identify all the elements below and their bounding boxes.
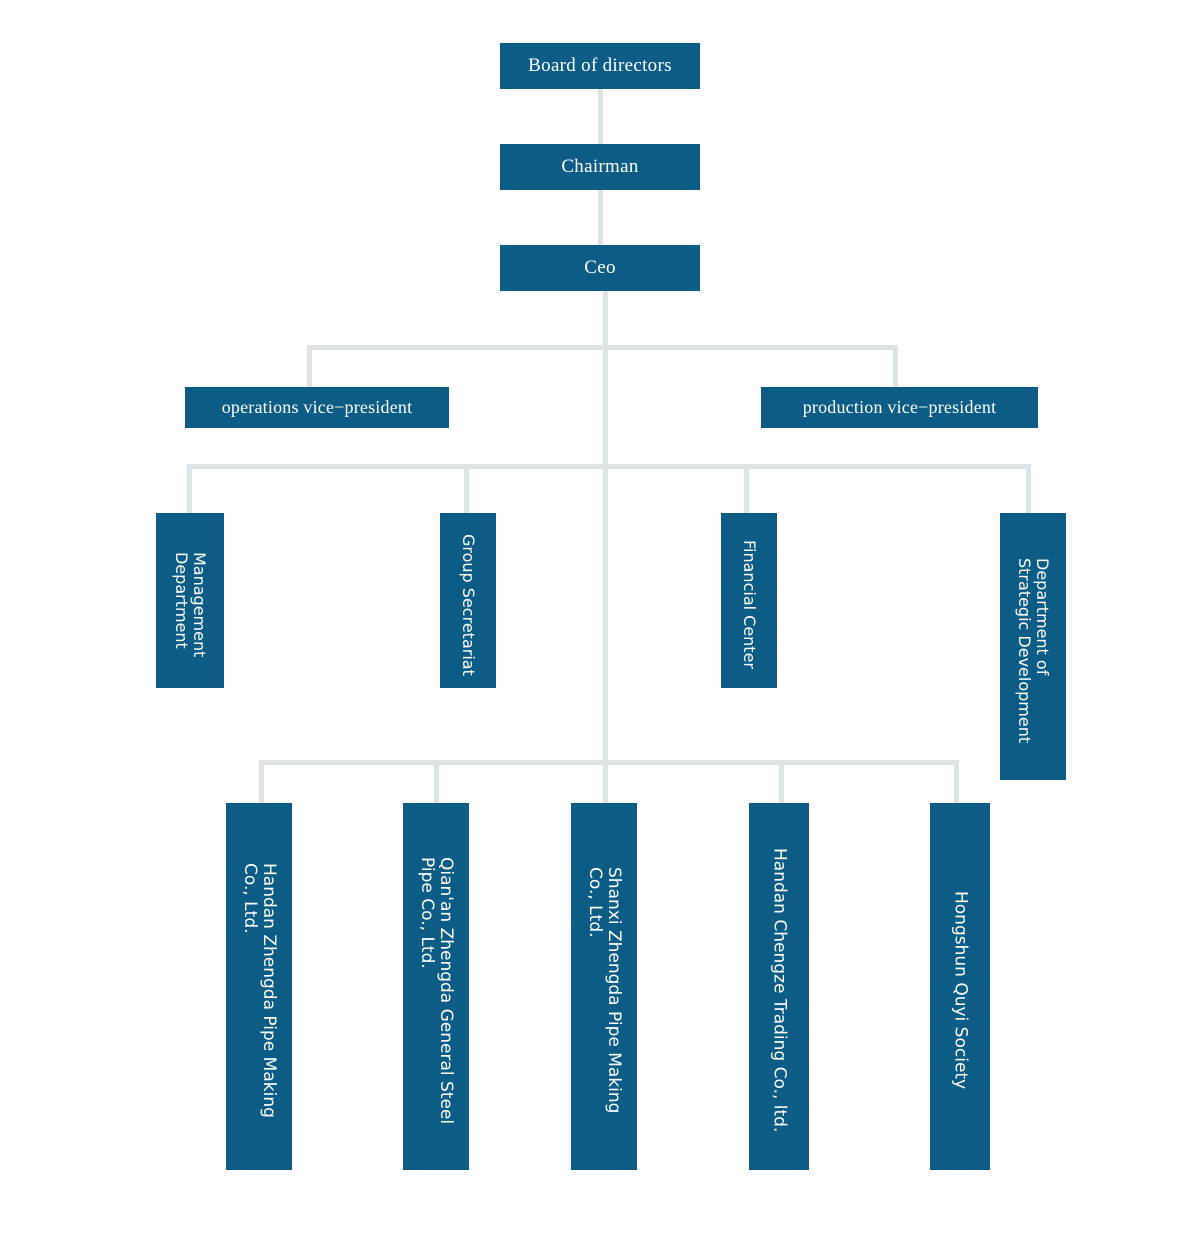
node-department-of-strategic-development[interactable]: Department of Strategic Development xyxy=(1000,513,1066,780)
node-label: production vice−president xyxy=(802,397,997,417)
node-handan-chengze-trading[interactable]: Handan Chengze Trading Co., ltd. xyxy=(749,803,809,1170)
connector-chairman-to-ceo xyxy=(598,190,603,245)
node-label: Shanxi Zhengda Pipe Making Co., Ltd. xyxy=(585,867,625,1114)
connector-drop-production-vp xyxy=(893,345,898,388)
connector-drop-operations-vp xyxy=(307,345,312,388)
connector-ceo-spine xyxy=(603,291,608,763)
connector-drop-group-secretariat xyxy=(464,464,469,514)
node-ceo[interactable]: Ceo xyxy=(500,245,700,291)
node-label: Department of Strategic Development xyxy=(1015,557,1052,744)
node-qianan-zhengda-general-steel-pipe[interactable]: Qian'an Zhengda General Steel Pipe Co., … xyxy=(403,803,469,1170)
connector-drop-shanxi-zhengda xyxy=(603,760,608,803)
node-operations-vice-president[interactable]: operations vice−president xyxy=(185,387,449,428)
connector-drop-financial-center xyxy=(744,464,749,514)
connector-bus-vice-presidents xyxy=(307,345,898,350)
connector-drop-management-department xyxy=(187,464,192,514)
node-label: Qian'an Zhengda General Steel Pipe Co., … xyxy=(417,856,457,1125)
node-management-department[interactable]: Management Department xyxy=(156,513,224,688)
node-label: Financial Center xyxy=(739,540,759,669)
node-label: Ceo xyxy=(584,257,616,278)
node-label: Group Secretariat xyxy=(458,533,478,676)
node-hongshun-quyi-society[interactable]: Hongshun Quyi Society xyxy=(930,803,990,1170)
connector-drop-handan-zhengda xyxy=(259,760,264,803)
connector-drop-strategic-development xyxy=(1026,464,1031,514)
connector-board-to-chairman xyxy=(598,89,603,144)
node-label: Chairman xyxy=(561,156,639,177)
node-label: Hongshun Quyi Society xyxy=(950,891,971,1090)
node-production-vice-president[interactable]: production vice−president xyxy=(761,387,1038,428)
connector-drop-hongshun-quyi xyxy=(954,760,959,803)
node-label: Board of directors xyxy=(528,55,672,76)
node-label: operations vice−president xyxy=(221,397,413,417)
node-label: Management Department xyxy=(172,551,209,658)
connector-drop-handan-chengze xyxy=(779,760,784,803)
node-label: Handan Chengze Trading Co., ltd. xyxy=(769,848,790,1133)
node-group-secretariat[interactable]: Group Secretariat xyxy=(440,513,496,688)
node-board-of-directors[interactable]: Board of directors xyxy=(500,43,700,89)
node-chairman[interactable]: Chairman xyxy=(500,144,700,190)
connector-drop-qianan-zhengda xyxy=(434,760,439,803)
connector-bus-subsidiaries xyxy=(259,760,959,765)
node-financial-center[interactable]: Financial Center xyxy=(721,513,777,688)
node-shanxi-zhengda-pipe-making[interactable]: Shanxi Zhengda Pipe Making Co., Ltd. xyxy=(571,803,637,1170)
node-label: Handan Zhengda Pipe Making Co., Ltd. xyxy=(240,863,280,1118)
connector-bus-departments xyxy=(187,464,1031,469)
node-handan-zhengda-pipe-making[interactable]: Handan Zhengda Pipe Making Co., Ltd. xyxy=(226,803,292,1170)
